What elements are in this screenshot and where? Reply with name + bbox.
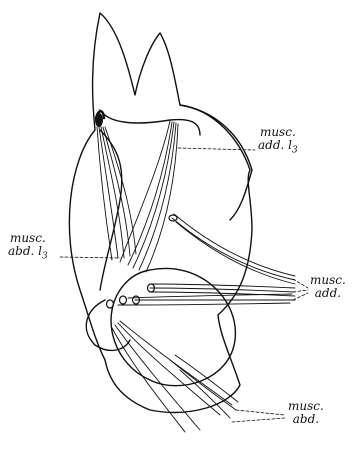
label-adductor: musc. add. <box>310 274 346 300</box>
leader-adductor-3 <box>293 293 308 300</box>
label-adductor-l3: musc. add. l3 <box>258 126 298 157</box>
muscle-abductor-l3 <box>97 127 136 260</box>
muscle-adductor-l3 <box>120 121 178 272</box>
leader-adductor-1 <box>293 279 308 288</box>
lateral-lobe <box>180 105 252 220</box>
leader-lines <box>60 148 308 422</box>
leader-adductor-2 <box>293 290 308 292</box>
label-abductor: musc. abd. <box>288 400 324 426</box>
label-abductor-l3: musc. abd. l3 <box>8 232 48 263</box>
lower-ring <box>111 268 235 385</box>
leader-abductor-1 <box>236 410 285 415</box>
leader-abductor-2 <box>232 418 285 422</box>
articulation-ring <box>100 110 200 135</box>
muscle-abductor <box>112 321 238 432</box>
leader-abductor-l3 <box>60 257 120 258</box>
